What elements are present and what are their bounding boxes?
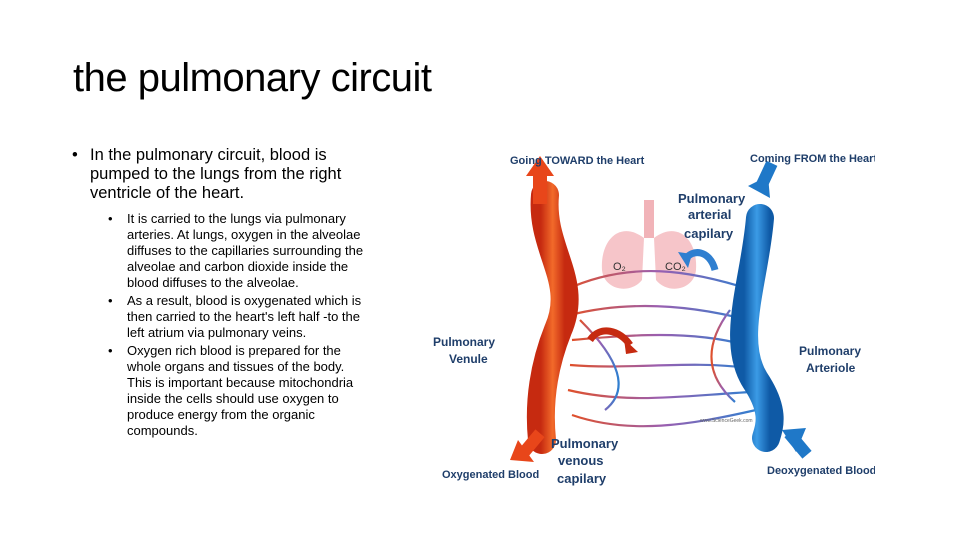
bullet-text: In the pulmonary circuit, blood is pumpe… [90, 146, 342, 202]
capillary-line [579, 319, 620, 411]
up-arrow-red [526, 156, 554, 204]
sub-bullet-item: • As a result, blood is oxygenated which… [108, 293, 372, 341]
arrow-shaft [533, 174, 547, 204]
capillary-line [567, 388, 753, 400]
o2-arrowhead [624, 339, 638, 354]
label-pulmonary-arterial-capillary-3: capilary [684, 226, 734, 241]
co2-arrowhead [678, 252, 692, 268]
down-arrow-red [510, 429, 545, 462]
capillary-line [564, 269, 753, 292]
sub-bullet-text: As a result, blood is oxygenated which i… [127, 293, 362, 340]
arrow-head [510, 440, 534, 462]
capillary-line [569, 363, 749, 370]
bullet-glyph: • [108, 343, 113, 358]
label-pulmonary-arteriole-2: Arteriole [806, 361, 856, 375]
lungs-illustration [601, 200, 697, 289]
label-going-toward: Going TOWARD the Heart [510, 155, 645, 167]
pulmonary-circuit-diagram: Going TOWARD the Heart Coming FROM the H… [430, 140, 877, 487]
label-pulmonary-arterial-capillary-1: Pulmonary [678, 191, 746, 206]
sub-bullet-text: It is carried to the lungs via pulmonary… [127, 211, 364, 290]
label-pulmonary-venule-2: Venule [449, 352, 488, 366]
sub-bullet-list: • It is carried to the lungs via pulmona… [108, 211, 372, 439]
sub-bullet-text: Oxygen rich blood is prepared for the wh… [127, 343, 354, 438]
label-co2: CO₂ [665, 261, 686, 273]
capillary-line [571, 408, 757, 428]
capillary-network [564, 269, 757, 428]
bullet-glyph: • [72, 146, 78, 164]
label-pulmonary-arteriole-1: Pulmonary [799, 344, 861, 358]
label-o2: O₂ [613, 261, 626, 273]
pulmonary-vein-vessel [526, 181, 579, 454]
capillary-line [569, 304, 749, 322]
arrow-head [526, 156, 554, 176]
diagram-svg: Going TOWARD the Heart Coming FROM the H… [433, 153, 877, 486]
up-arrow-blue [782, 428, 812, 459]
label-pulmonary-arterial-capillary-2: arterial [688, 207, 731, 222]
down-arrow-blue [748, 160, 778, 198]
label-oxygenated-blood: Oxygenated Blood [442, 469, 539, 481]
pulmonary-artery-vessel [730, 204, 784, 452]
sub-bullet-item: • Oxygen rich blood is prepared for the … [108, 343, 372, 439]
label-pulmonary-venous-capillary-2: venous [558, 453, 604, 468]
arrow-head [782, 428, 806, 452]
label-pulmonary-venous-capillary-1: Pulmonary [551, 436, 619, 451]
sub-bullet-item: • It is carried to the lungs via pulmona… [108, 211, 372, 291]
capillary-line [710, 309, 736, 403]
left-lung-shape [601, 231, 644, 289]
trachea-shape [644, 200, 654, 238]
label-deoxygenated-blood: Deoxygenated Blood [767, 465, 875, 477]
watermark-text: www.ScienceGeek.com [700, 418, 753, 424]
bullet-glyph: • [108, 211, 113, 226]
bullet-list: • In the pulmonary circuit, blood is pum… [72, 146, 372, 441]
label-pulmonary-venous-capillary-3: capilary [557, 471, 607, 486]
slide-title: the pulmonary circuit [73, 56, 432, 100]
label-pulmonary-venule-1: Pulmonary [433, 335, 495, 349]
arrow-head [748, 176, 770, 198]
label-coming-from: Coming FROM the Heart [750, 153, 875, 165]
bullet-item: • In the pulmonary circuit, blood is pum… [72, 146, 372, 203]
bullet-glyph: • [108, 293, 113, 308]
o2-exchange-arrow [587, 327, 633, 348]
